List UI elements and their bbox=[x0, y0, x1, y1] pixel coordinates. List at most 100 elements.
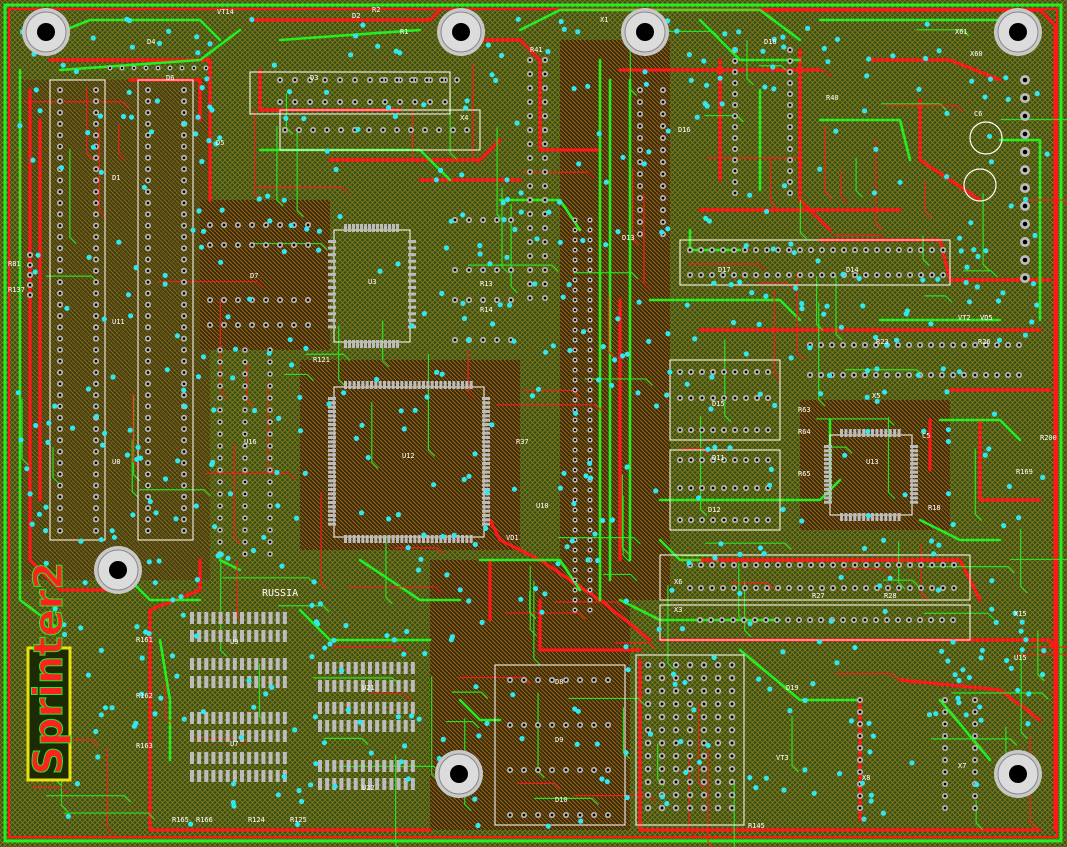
dip-r121-row2-hole-7 bbox=[306, 323, 310, 327]
dip-u16-col1-hole-9 bbox=[243, 456, 247, 460]
qfp-u13-pad-r0 bbox=[910, 445, 918, 448]
qfp-u3-pad-b0 bbox=[344, 340, 347, 348]
socket-mid-col0-hole-31 bbox=[573, 528, 577, 532]
label-d3: D3 bbox=[310, 74, 318, 82]
soic-u7-a-pad-a2 bbox=[204, 712, 209, 724]
soic-u7-a-pad-a12 bbox=[275, 712, 280, 724]
grid-row-11-hole-0 bbox=[646, 806, 650, 810]
dip-left-a-col2-hole-35 bbox=[94, 484, 98, 487]
via-215 bbox=[873, 334, 879, 340]
fine-trace-69 bbox=[1020, 649, 1028, 740]
via-95 bbox=[624, 464, 630, 470]
board-outline bbox=[3, 3, 1063, 843]
dip-left-b-col2-hole-18 bbox=[182, 292, 186, 295]
soic-u21-b-pad-a7 bbox=[368, 702, 372, 714]
grid-row-8-hole-5 bbox=[716, 767, 720, 771]
dip-d15-row3-hole-1 bbox=[689, 428, 693, 432]
qfp-u12-pad-l14 bbox=[328, 457, 336, 461]
soic-u9-b-pad-b10 bbox=[261, 676, 266, 688]
via-35 bbox=[646, 338, 652, 344]
via-486 bbox=[102, 430, 108, 436]
soic-u22-a-pad-b13 bbox=[410, 778, 415, 790]
soic-u7-b-pad-a5 bbox=[225, 752, 230, 764]
via-27 bbox=[722, 31, 728, 37]
soic-u21-a-pad-b3 bbox=[339, 680, 344, 692]
via-62 bbox=[653, 488, 659, 494]
dip-u16-col0-hole-11 bbox=[218, 480, 222, 484]
dip-left-b-col2-hole-9 bbox=[182, 190, 186, 194]
resistor-row-r26-hole-16 bbox=[984, 373, 988, 377]
qfp-u12-pad-b28 bbox=[465, 535, 469, 543]
via-58 bbox=[600, 517, 606, 524]
grid-row-9-hole-3 bbox=[688, 780, 692, 784]
dip-left-b-col1-hole-26 bbox=[146, 382, 150, 386]
via-330 bbox=[600, 344, 606, 350]
column-x7b-hole-8 bbox=[973, 794, 977, 798]
dip-left-a-col1-hole-34 bbox=[58, 472, 62, 476]
fine-trace-25 bbox=[558, 537, 641, 545]
bottom-trace-23 bbox=[458, 698, 502, 722]
socket-d8-d10-row-0-hole-0 bbox=[508, 678, 512, 682]
connector-x6-row1-hole-11 bbox=[809, 563, 813, 567]
grid-row-6-hole-4 bbox=[702, 741, 706, 745]
grid-row-8 bbox=[644, 765, 736, 773]
soic-u9-b-pad-b7 bbox=[240, 676, 244, 688]
soic-u21-a-pad-b0 bbox=[318, 680, 322, 692]
qfp-u3-pad-t0 bbox=[344, 224, 347, 232]
connector-x6-row2-hole-22 bbox=[930, 586, 934, 590]
qfp-u3-pad-l2 bbox=[328, 253, 336, 257]
via-570 bbox=[1034, 90, 1040, 97]
bottom-trace-4 bbox=[518, 8, 802, 42]
dip-u16-col2-hole-3 bbox=[268, 384, 272, 388]
via-291 bbox=[747, 621, 753, 627]
grid-row-7-hole-0 bbox=[646, 754, 650, 758]
via-405 bbox=[283, 115, 289, 121]
via-34 bbox=[696, 759, 703, 765]
column-x7-hole-0 bbox=[943, 698, 947, 702]
qfp-u12-pad-b4 bbox=[361, 535, 365, 543]
qfp-u12-pad-t5 bbox=[365, 381, 369, 389]
via-190 bbox=[719, 101, 725, 107]
soic-u21-a-pad-a5 bbox=[353, 662, 358, 674]
via-509 bbox=[691, 707, 697, 713]
soic-u7-a-pad-b1 bbox=[197, 730, 202, 742]
via-271 bbox=[1034, 302, 1040, 308]
qfp-u12-pad-b10 bbox=[387, 535, 391, 543]
socket-r41-col1-hole-4 bbox=[543, 114, 547, 118]
via-81 bbox=[709, 374, 715, 380]
qfp-u12-pad-b5 bbox=[365, 535, 369, 543]
fine-trace-16 bbox=[517, 782, 561, 790]
dip-left-a-col2 bbox=[93, 87, 99, 534]
qfp-u3-pad-l9 bbox=[328, 299, 336, 303]
fine-trace-118 bbox=[495, 404, 603, 412]
column-x8-hole-0 bbox=[858, 698, 862, 702]
dip-left-a-col1-hole-9 bbox=[58, 190, 62, 194]
connector-x6-row2-hole-15 bbox=[853, 586, 857, 590]
grid-row-8-hole-1 bbox=[660, 767, 664, 771]
soic-u9-b-pad-a4 bbox=[218, 658, 223, 670]
connector-x6-row1 bbox=[687, 562, 957, 568]
header-top-row2-hole-6 bbox=[368, 100, 372, 104]
fine-trace-102 bbox=[446, 720, 480, 729]
via-639 bbox=[545, 823, 551, 829]
via-452 bbox=[1016, 515, 1022, 521]
soic-u9-a-pad-b11 bbox=[268, 630, 273, 642]
connector-x6-row2-hole-9 bbox=[787, 586, 791, 590]
via-320 bbox=[489, 72, 495, 78]
qfp-u12-pad-t10 bbox=[387, 381, 391, 389]
dip-outline-d15 bbox=[669, 359, 781, 441]
fine-trace-14 bbox=[568, 697, 645, 706]
label-d2: D2 bbox=[352, 12, 360, 20]
via-343 bbox=[566, 282, 572, 288]
qfp-u13-pad-t2 bbox=[848, 429, 852, 437]
via-514 bbox=[134, 624, 140, 630]
label-r27: R27 bbox=[812, 592, 825, 600]
via-334 bbox=[749, 290, 755, 296]
via-259 bbox=[181, 387, 187, 393]
fine-trace-125 bbox=[707, 747, 715, 847]
grid-row-2-hole-3 bbox=[688, 689, 692, 693]
qfp-u12-pad-l22 bbox=[328, 492, 336, 496]
via-536 bbox=[545, 49, 551, 55]
array-r13-row2-hole-3 bbox=[495, 268, 499, 272]
dip-left-a-col2-hole-23 bbox=[94, 348, 98, 352]
